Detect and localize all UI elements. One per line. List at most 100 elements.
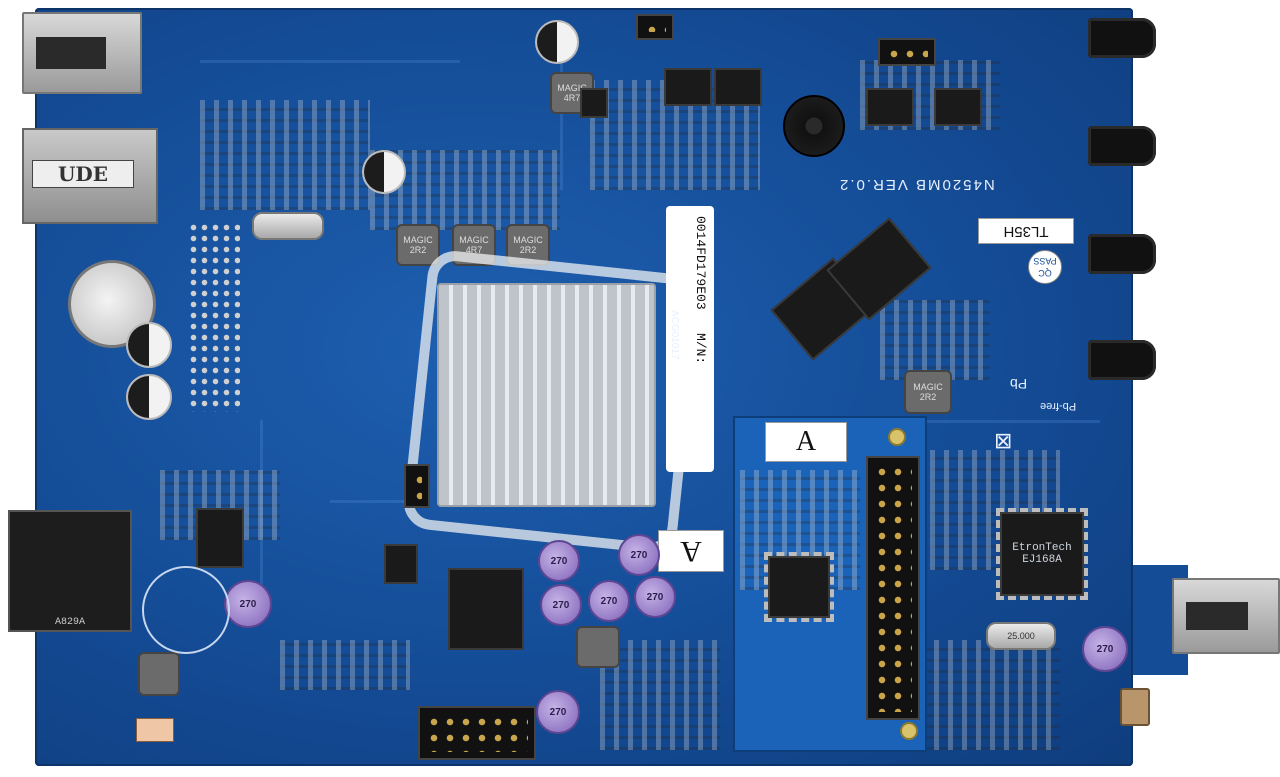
mounting-hole xyxy=(888,428,906,446)
solid-capacitor: 270 xyxy=(540,584,582,626)
pb-free-mark: Pb-free xyxy=(1040,400,1077,412)
inductor-label: MAGIC 4R7 xyxy=(459,235,489,255)
ic-chip xyxy=(714,68,762,106)
serial-number: 0014FD179E03 xyxy=(693,216,708,310)
etrontech-usb3-chip: EtronTech EJ168A xyxy=(996,508,1088,600)
smd-component-cluster xyxy=(280,640,410,690)
pin-grid xyxy=(188,222,240,412)
acg-code: ACG01017 xyxy=(669,310,680,360)
board-model: N4520MB VER.0.2 xyxy=(838,176,995,193)
ethernet-port-label: UDE xyxy=(32,160,134,188)
capacitor-value: 270 xyxy=(1096,643,1114,655)
reset-button[interactable] xyxy=(1120,688,1150,726)
pin-header-vertical[interactable] xyxy=(866,456,920,720)
board-tag: TL35H xyxy=(978,218,1074,244)
crystal-oscillator: 25.000 xyxy=(986,622,1056,650)
model-number-label: M/N: xyxy=(693,333,708,365)
inductor xyxy=(576,626,620,668)
inductor xyxy=(138,652,180,696)
inductor: MAGIC 4R7 xyxy=(452,224,496,266)
smd-component-cluster xyxy=(200,100,370,210)
buzzer xyxy=(783,95,845,157)
usb3-controller-chip xyxy=(764,552,834,622)
ethernet-port[interactable]: UDE xyxy=(22,128,158,224)
esata-port[interactable]: A829A xyxy=(8,510,132,632)
pass-text: PASS xyxy=(1033,256,1057,266)
solid-capacitor: 270 xyxy=(536,690,580,734)
jumper-header[interactable] xyxy=(404,464,430,508)
capacitor-value: 270 xyxy=(239,598,257,610)
inductor-label: MAGIC 2R2 xyxy=(913,382,943,402)
crystal-oscillator xyxy=(252,212,324,240)
pcb-trace xyxy=(260,420,263,620)
led-light-pipe xyxy=(1088,18,1156,58)
weee-icon: ⊠ xyxy=(994,428,1013,453)
serial-label: 0014FD179E03 M/N: xyxy=(666,206,714,472)
capacitor-value: 270 xyxy=(549,706,567,718)
electrolytic-capacitor xyxy=(362,150,406,194)
ic-chip xyxy=(934,88,982,126)
ic-chip xyxy=(196,508,244,568)
jumper-header[interactable] xyxy=(636,14,674,40)
ic-chip xyxy=(664,68,712,106)
solid-capacitor: 270 xyxy=(634,576,676,618)
electrolytic-capacitor xyxy=(126,322,172,368)
power-connector-outline xyxy=(142,566,230,654)
pcb-trace xyxy=(330,500,430,503)
power-header[interactable] xyxy=(136,718,174,742)
inductor-label: MAGIC 4R7 xyxy=(557,83,587,103)
qc-text: QC xyxy=(1038,268,1052,278)
led-light-pipe xyxy=(1088,126,1156,166)
jumper-header[interactable] xyxy=(878,38,936,66)
pb-mark: Pb xyxy=(1010,376,1028,392)
eeprom-chip xyxy=(384,544,418,584)
crystal-label: 25.000 xyxy=(1007,631,1035,641)
cmos-battery xyxy=(68,260,156,348)
pin-header-bottom[interactable] xyxy=(418,706,536,760)
cpu-heatsink xyxy=(437,283,656,507)
pcb-trace xyxy=(920,420,1100,423)
capacitor-value: 270 xyxy=(552,599,570,611)
capacitor-value: 270 xyxy=(600,595,618,607)
inductor: MAGIC 2R2 xyxy=(396,224,440,266)
pcb-trace xyxy=(560,40,563,190)
header-pins xyxy=(426,714,528,752)
qc-pass-sticker: QC PASS xyxy=(1028,250,1062,284)
nand-flash-chip xyxy=(448,568,524,650)
electrolytic-capacitor xyxy=(126,374,172,420)
solid-capacitor: 270 xyxy=(618,534,660,576)
inductor-label: MAGIC 2R2 xyxy=(513,235,543,255)
usb-port-top-left[interactable] xyxy=(22,12,142,94)
board-a-label: A xyxy=(658,530,724,572)
electrolytic-capacitor xyxy=(535,20,579,64)
board-tag-text: TL35H xyxy=(1003,223,1049,240)
solid-capacitor: 270 xyxy=(588,580,630,622)
ic-chip xyxy=(580,88,608,118)
esata-port-label: A829A xyxy=(54,617,85,628)
capacitor-value: 270 xyxy=(646,591,664,603)
led-light-pipe xyxy=(1088,340,1156,380)
pcb-trace xyxy=(200,60,460,63)
ic-chip xyxy=(866,88,914,126)
capacitor-value: 270 xyxy=(550,555,568,567)
etrontech-brand: EtronTech xyxy=(1012,542,1072,554)
smd-component-cluster xyxy=(600,640,720,750)
board-a-text: A xyxy=(680,535,702,568)
inductor-label: MAGIC 2R2 xyxy=(403,235,433,255)
etrontech-model: EJ168A xyxy=(1022,554,1062,566)
mounting-hole xyxy=(900,722,918,740)
smd-component-cluster xyxy=(880,300,990,380)
led-light-pipe xyxy=(1088,234,1156,274)
header-pins xyxy=(874,464,912,712)
capacitor-value: 270 xyxy=(630,549,648,561)
header-pins xyxy=(886,46,928,58)
module-a-label: A xyxy=(765,422,847,462)
solid-capacitor: 270 xyxy=(224,580,272,628)
usb-port-right[interactable] xyxy=(1172,578,1280,654)
smd-component-cluster xyxy=(920,640,1060,750)
module-a-text: A xyxy=(795,426,817,457)
solid-capacitor: 270 xyxy=(1082,626,1128,672)
inductor: MAGIC 2R2 xyxy=(506,224,550,266)
inductor: MAGIC 2R2 xyxy=(904,370,952,414)
header-pins xyxy=(644,22,666,32)
